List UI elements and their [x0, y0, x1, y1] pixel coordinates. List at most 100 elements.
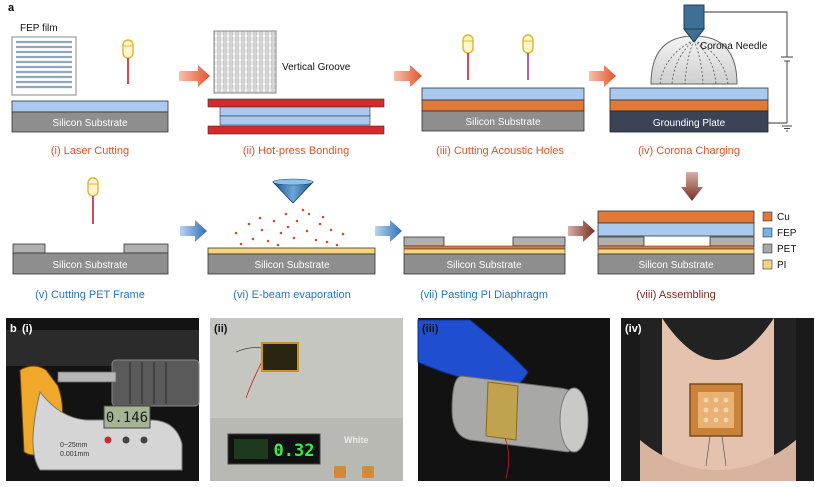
silicon-substrate — [12, 252, 169, 275]
material-legend: Cu FEP PET PI — [762, 211, 797, 271]
silicon-substrate — [11, 111, 169, 133]
caption-corona-charging: (iv) Corona Charging — [638, 145, 740, 157]
fep-layer — [421, 87, 585, 101]
substrate-label: Silicon Substrate — [638, 260, 713, 271]
legend-swatch-fep — [762, 227, 773, 238]
device-sample — [261, 342, 299, 372]
pet-frame-right — [512, 236, 566, 247]
micrometer-button-icon — [104, 436, 112, 444]
cu-layer — [403, 245, 566, 250]
pi-layer — [597, 248, 755, 255]
device-sample — [485, 381, 519, 441]
scale-button-icon — [334, 466, 346, 478]
substrate-label: Silicon Substrate — [52, 260, 127, 271]
arrow-right-icon — [375, 220, 402, 242]
step-assembling: Silicon Substrate (viii) Assembling — [597, 210, 755, 301]
legend-swatch-cu — [762, 211, 773, 222]
evaporated-particles — [234, 208, 345, 247]
caption-cutting-pet-frame: (v) Cutting PET Frame — [35, 289, 145, 301]
lead-wire — [721, 435, 727, 467]
grooved-film — [213, 30, 277, 94]
photo-device-on-neck: (iv) — [621, 318, 814, 481]
caption-cutting-acoustic-holes: (iii) Cutting Acoustic Holes — [436, 145, 564, 157]
cu-layer — [609, 99, 769, 112]
legend-label-fep: FEP — [777, 228, 797, 239]
cu-electrode-layer — [597, 245, 755, 250]
hot-press-plate-bottom — [207, 125, 385, 135]
legend-label-pet: PET — [777, 244, 796, 255]
photo-label-iii: (iii) — [422, 323, 439, 335]
scale-button-icon — [362, 466, 374, 478]
arrow-right-icon — [179, 65, 210, 87]
caption-laser-cutting: (i) Laser Cutting — [51, 145, 129, 157]
fep-layer-top — [219, 106, 371, 117]
pet-frame-left — [403, 236, 445, 247]
caption-pasting-pi-diaphragm: (vii) Pasting PI Diaphragm — [420, 289, 548, 301]
pi-layer — [403, 248, 566, 255]
caption-hot-press-bonding: (ii) Hot-press Bonding — [243, 145, 349, 157]
arrow-right-icon — [180, 220, 207, 242]
photo-label-iv: (iv) — [625, 323, 642, 335]
silicon-substrate — [421, 110, 585, 132]
circuit-wires — [704, 11, 793, 132]
laser-pen-purple-icon — [522, 34, 534, 80]
fep-layer — [11, 100, 169, 113]
silicon-substrate — [597, 253, 755, 275]
photo-device-on-scale: 0.32 White (ii) — [210, 318, 403, 481]
laser-pen-icon — [462, 34, 474, 80]
legend-swatch-pi — [762, 259, 773, 270]
lead-wire — [705, 435, 711, 467]
micrometer-reading: 0.146 — [106, 410, 148, 426]
photo-device-on-cylinder: (iii) — [417, 318, 610, 481]
step-pasting-pi-diaphragm: Silicon Substrate (vii) Pasting PI Diaph… — [403, 236, 566, 301]
vertical-groove-callout: Vertical Groove — [282, 62, 351, 73]
pet-frame-left — [12, 243, 46, 254]
substrate-label: Silicon Substrate — [465, 117, 540, 128]
arrow-right-icon — [568, 220, 595, 242]
lead-wire — [235, 347, 263, 353]
e-beam-source-icon — [272, 178, 314, 204]
silicon-substrate — [403, 253, 566, 275]
substrate-label: Silicon Substrate — [446, 260, 521, 271]
corona-needle-icon — [682, 4, 706, 43]
legend-label-pi: PI — [777, 260, 786, 271]
pi-layer — [207, 247, 376, 255]
step-hot-press-bonding: Vertical Groove (ii) Hot-press Bonding — [207, 30, 385, 157]
fep-film-cut-lines — [16, 40, 72, 89]
fep-film-callout: FEP film — [20, 23, 58, 34]
step-corona-charging: Corona Needle Grounding Plate (iv) Coron… — [609, 4, 793, 157]
step-laser-cutting: FEP film Silicon Substrate (i) Laser Cut… — [11, 23, 169, 157]
fep-layer — [597, 222, 755, 237]
step-cutting-pet-frame: Silicon Substrate (v) Cutting PET Frame — [12, 177, 169, 301]
micrometer-spindle — [57, 371, 117, 383]
grounding-plate-label: Grounding Plate — [653, 118, 726, 129]
caption-e-beam-evaporation: (vi) E-beam evaporation — [233, 289, 350, 301]
micrometer-thimble — [111, 359, 200, 407]
pet-frame-right — [123, 243, 169, 254]
step-e-beam-evaporation: Silicon Substrate (vi) E-beam evaporatio… — [207, 178, 376, 301]
arrow-right-icon — [394, 65, 422, 87]
scale-unused-digits — [234, 439, 268, 459]
panel-a-label: a — [8, 2, 15, 14]
corona-needle-callout: Corona Needle — [700, 41, 768, 52]
micrometer-button-icon — [122, 436, 130, 444]
fep-layer-bottom — [219, 115, 371, 126]
cu-layer — [421, 99, 585, 112]
legend-label-cu: Cu — [777, 212, 790, 223]
substrate-label: Silicon Substrate — [254, 260, 329, 271]
scale-brand-text: White — [344, 435, 369, 445]
pet-frame-left — [597, 236, 645, 247]
grounding-plate — [609, 110, 769, 133]
lead-wire-red — [504, 437, 510, 479]
legend-swatch-pet — [762, 243, 773, 254]
step-cutting-acoustic-holes: Silicon Substrate (iii) Cutting Acoustic… — [421, 34, 585, 157]
micrometer-button-icon — [140, 436, 148, 444]
arrow-right-icon — [589, 65, 616, 87]
photo-label-ii: (ii) — [214, 323, 228, 335]
scale-reading: 0.32 — [274, 441, 315, 461]
cylinder-end — [559, 387, 589, 453]
photo-label-i: (i) — [22, 323, 33, 335]
